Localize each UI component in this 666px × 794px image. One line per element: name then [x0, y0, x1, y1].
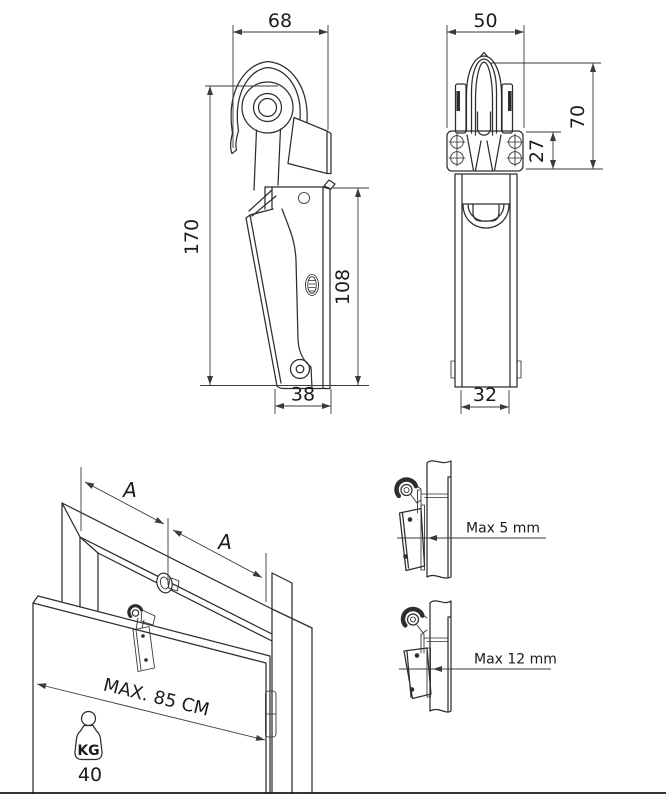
dim-front-bottom-width: 32	[460, 384, 510, 414]
gap-label-max12: Max 12 mm	[474, 652, 557, 668]
front-view-part	[446, 51, 524, 388]
dim-side-overall-height: 170	[181, 85, 369, 386]
side-top-bracket	[287, 116, 332, 175]
dim-side-body-height: 108	[332, 187, 369, 385]
door-frame	[61, 502, 313, 794]
max-door-width-label: MAX. 85 CM	[101, 675, 211, 721]
dim-front-top-width: 50	[446, 10, 525, 128]
side-roller-wheel	[241, 81, 294, 134]
dim-front-plate-height: 27	[526, 131, 561, 169]
front-left-tab	[450, 360, 456, 379]
front-view: 50 70 27 32	[446, 10, 603, 414]
front-right-tab	[516, 360, 522, 379]
dim-spacing-a1: A	[80, 467, 165, 531]
weight-icon: KG 40	[74, 710, 103, 786]
door-hinge	[265, 690, 277, 738]
front-right-spring	[508, 91, 512, 111]
side-roller-bore	[257, 97, 278, 118]
side-view: 68 170 108 38	[181, 10, 369, 414]
dim-side-top-width: 68	[232, 10, 329, 148]
side-hook-housing	[229, 60, 308, 155]
front-left-spring	[456, 91, 460, 111]
frame-left-post	[61, 502, 99, 612]
weight-unit-label: KG	[77, 743, 99, 759]
installation-view: A A MAX. 85 CM KG 40	[32, 467, 313, 794]
dim-label-108: 108	[332, 269, 354, 305]
dim-label-a1: A	[121, 478, 137, 502]
dim-label-68: 68	[268, 10, 292, 32]
side-roller-hub	[252, 92, 283, 123]
weight-body	[74, 724, 103, 761]
detail5-damper	[394, 477, 426, 572]
front-plate-screws	[448, 133, 524, 167]
front-left-cheek	[454, 83, 467, 134]
front-roller	[465, 51, 503, 136]
detail5-leader: Max 5 mm	[397, 521, 546, 541]
detail12-frame-section	[420, 600, 452, 713]
frame-header-beam	[61, 502, 313, 642]
side-top-hole	[298, 192, 310, 204]
dim-label-27: 27	[526, 139, 548, 163]
side-body	[245, 179, 336, 390]
frame-right-post	[271, 572, 313, 794]
detail-view-max12: Max 12 mm	[399, 600, 557, 713]
dim-label-170: 170	[181, 219, 203, 255]
side-bottom-screw	[289, 358, 311, 380]
front-right-cheek	[501, 83, 514, 134]
dim-label-32: 32	[473, 384, 497, 406]
front-mounting-plate	[446, 130, 524, 172]
dim-label-50: 50	[473, 10, 497, 32]
brand-logo-badge	[305, 274, 319, 296]
side-arm	[248, 128, 282, 217]
dim-label-38: 38	[291, 384, 315, 406]
detail12-damper	[400, 606, 432, 700]
dim-side-bottom-width: 38	[274, 384, 332, 414]
dim-label-a2: A	[216, 530, 232, 554]
front-fork-legs	[466, 134, 502, 172]
side-view-part	[229, 60, 336, 390]
side-bottom-screw-center	[295, 364, 305, 374]
dim-label-70: 70	[567, 105, 589, 129]
installed-damper	[127, 604, 156, 672]
detail-view-max5: Max 5 mm	[394, 460, 546, 579]
gap-label-max5: Max 5 mm	[466, 521, 540, 537]
detail12-leader: Max 12 mm	[399, 652, 557, 672]
weight-value-label: 40	[78, 764, 102, 786]
front-housing	[454, 173, 518, 388]
installed-roller	[156, 572, 180, 594]
detail5-frame-section	[417, 460, 452, 579]
dim-front-overall-height: 70	[490, 62, 603, 170]
dim-max-door-width: MAX. 85 CM	[36, 675, 266, 741]
dim-spacing-a2: A	[167, 518, 267, 602]
weight-knob	[80, 710, 97, 727]
